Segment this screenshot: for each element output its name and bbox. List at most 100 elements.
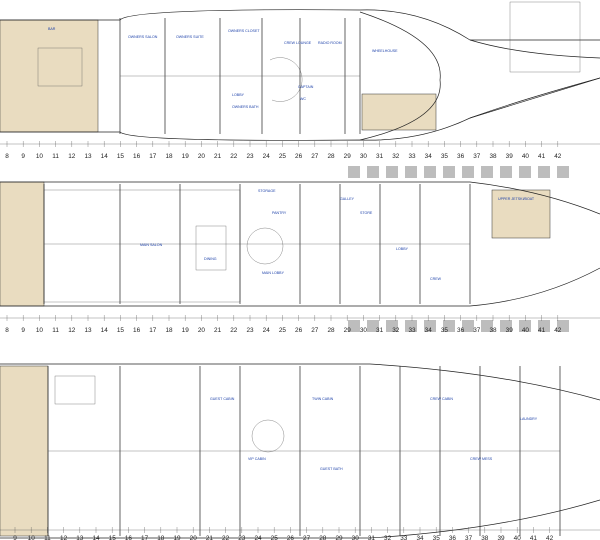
cradle-block bbox=[405, 166, 417, 178]
tender-cradles-top bbox=[348, 166, 569, 178]
frame-number: 20 bbox=[198, 153, 206, 160]
frame-number: 34 bbox=[425, 153, 433, 160]
curved-stair-upper bbox=[269, 57, 303, 102]
frame-number: 33 bbox=[400, 535, 408, 540]
upper-deck-outline bbox=[0, 9, 600, 141]
cradle-block bbox=[367, 320, 379, 332]
room-label: VIP CABIN bbox=[248, 457, 266, 461]
room-label: LOBBY bbox=[396, 247, 409, 251]
frame-number: 29 bbox=[344, 327, 352, 334]
frame-number: 39 bbox=[506, 327, 514, 334]
frame-number: 24 bbox=[263, 153, 271, 160]
frame-number: 27 bbox=[311, 327, 319, 334]
cradle-block bbox=[519, 320, 531, 332]
frame-number: 36 bbox=[457, 153, 465, 160]
frame-number: 29 bbox=[335, 535, 343, 540]
cradle-block bbox=[348, 320, 360, 332]
frame-number: 21 bbox=[214, 153, 222, 160]
frame-number: 28 bbox=[327, 327, 335, 334]
frame-number: 20 bbox=[198, 327, 206, 334]
frame-number: 42 bbox=[554, 327, 562, 334]
room-label: MAIN LOBBY bbox=[262, 271, 285, 275]
frame-number: 14 bbox=[101, 153, 109, 160]
main-room-labels: MAIN SALONDININGSTORAGEPANTRYGALLEYMAIN … bbox=[140, 189, 535, 281]
cradle-block bbox=[500, 166, 512, 178]
room-label: GALLEY bbox=[340, 197, 355, 201]
cradle-block bbox=[386, 320, 398, 332]
frame-number: 25 bbox=[279, 327, 287, 334]
cradle-block bbox=[538, 166, 550, 178]
frame-number: 23 bbox=[238, 535, 246, 540]
frame-number: 31 bbox=[368, 535, 376, 540]
room-label: CREW bbox=[430, 277, 442, 281]
frame-number: 32 bbox=[392, 153, 400, 160]
frame-number: 38 bbox=[481, 535, 489, 540]
frame-number: 16 bbox=[133, 153, 141, 160]
cradle-block bbox=[443, 320, 455, 332]
cradle-block bbox=[405, 320, 417, 332]
frame-number: 13 bbox=[76, 535, 84, 540]
upper-room-walls bbox=[119, 18, 361, 134]
room-label: LAUNDRY bbox=[520, 417, 538, 421]
frame-number: 28 bbox=[327, 153, 335, 160]
upper-aft-teak-deck bbox=[0, 19, 99, 133]
room-label: OWNERS BATH bbox=[232, 105, 259, 109]
cradle-block bbox=[481, 166, 493, 178]
frame-number: 9 bbox=[21, 153, 25, 160]
frame-number: 30 bbox=[360, 327, 368, 334]
room-label: OWNERS SALON bbox=[128, 35, 158, 39]
cradle-block bbox=[386, 166, 398, 178]
frame-number: 24 bbox=[254, 535, 262, 540]
frame-number: 14 bbox=[101, 327, 109, 334]
frame-number: 28 bbox=[319, 535, 327, 540]
frame-number: 26 bbox=[295, 153, 303, 160]
cradle-block bbox=[557, 320, 569, 332]
cradle-block bbox=[348, 166, 360, 178]
frame-number: 12 bbox=[60, 535, 68, 540]
frame-number: 23 bbox=[246, 153, 254, 160]
frame-number: 37 bbox=[473, 153, 481, 160]
frame-number: 35 bbox=[433, 535, 441, 540]
frame-number: 22 bbox=[230, 327, 238, 334]
frame-number: 31 bbox=[376, 153, 384, 160]
cradle-block bbox=[443, 166, 455, 178]
frame-number: 10 bbox=[28, 535, 36, 540]
lower-room-walls bbox=[47, 366, 561, 536]
frame-number: 19 bbox=[182, 153, 190, 160]
frame-number: 25 bbox=[279, 153, 287, 160]
jetski-bay bbox=[54, 375, 96, 405]
frame-number: 37 bbox=[473, 327, 481, 334]
frame-number: 9 bbox=[21, 327, 25, 334]
cradle-block bbox=[462, 166, 474, 178]
frame-number: 32 bbox=[392, 327, 400, 334]
frame-number: 41 bbox=[538, 153, 546, 160]
frame-number: 40 bbox=[522, 153, 530, 160]
frame-number: 33 bbox=[408, 153, 416, 160]
room-label: CREW LOUNGE bbox=[284, 41, 312, 45]
room-label: RADIO ROOM bbox=[318, 41, 342, 45]
frame-number: 19 bbox=[182, 327, 190, 334]
frame-number: 42 bbox=[554, 153, 562, 160]
frame-number: 38 bbox=[489, 153, 497, 160]
room-label: GUEST CABIN bbox=[210, 397, 235, 401]
frame-number: 21 bbox=[214, 327, 222, 334]
tender-cradles-bottom bbox=[348, 320, 569, 332]
frame-number: 24 bbox=[263, 327, 271, 334]
cradle-block bbox=[462, 320, 474, 332]
upper-bow-outline bbox=[469, 39, 600, 119]
room-label: CAPTAIN bbox=[298, 85, 314, 89]
frame-number: 36 bbox=[449, 535, 457, 540]
frame-number: 14 bbox=[92, 535, 100, 540]
frame-number: 10 bbox=[36, 153, 44, 160]
room-label: GUEST BATH bbox=[320, 467, 343, 471]
frame-number: 11 bbox=[52, 153, 59, 160]
room-label: BAR bbox=[48, 27, 56, 31]
frame-number: 11 bbox=[44, 535, 51, 540]
upper-wheelhouse-teak bbox=[361, 93, 437, 131]
frame-number: 26 bbox=[295, 327, 303, 334]
frame-number: 22 bbox=[222, 535, 230, 540]
